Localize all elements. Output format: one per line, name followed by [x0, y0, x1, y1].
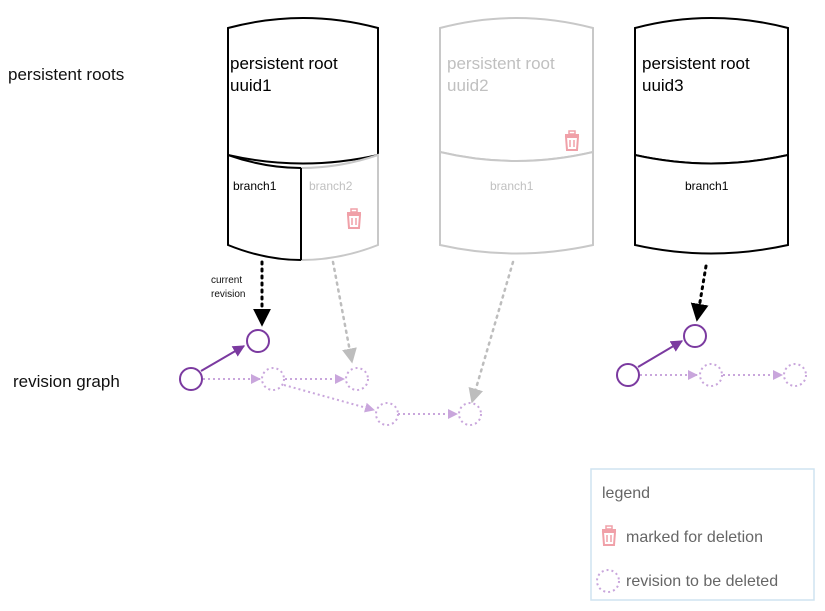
root-uuid: uuid3: [642, 76, 684, 95]
branch-label: branch1: [233, 179, 277, 193]
revision-edge: [637, 340, 684, 368]
revision-graph-label: revision graph: [13, 372, 120, 391]
trash-icon: [601, 525, 617, 546]
root-title: persistent root: [447, 54, 555, 73]
legend-title: legend: [602, 485, 650, 502]
revision-node: [616, 363, 640, 387]
persistent-root-uuid3: persistent root uuid3 branch1: [634, 17, 789, 255]
root-uuid: uuid1: [230, 76, 272, 95]
current-revision-label: revision: [211, 289, 245, 300]
trash-icon: [564, 130, 580, 151]
revision-edge: [200, 345, 246, 372]
branch-label-deleted: branch2: [309, 179, 353, 193]
root-title: persistent root: [230, 54, 338, 73]
persistent-root-uuid1: persistent root uuid1 branch1 branch2: [227, 17, 379, 262]
revision-node-deleted: [261, 367, 285, 391]
revision-node-current: [683, 324, 707, 348]
trash-icon: [346, 208, 362, 229]
branch2-pointer: [331, 260, 357, 364]
legend-item-label: marked for deletion: [626, 529, 763, 546]
revision-graph-1: [179, 329, 482, 426]
revision-node: [179, 367, 203, 391]
revision-node-deleted: [345, 367, 369, 391]
revision-node-deleted: [375, 402, 399, 426]
revision-graph-2: [616, 324, 807, 387]
legend-item-label: revision to be deleted: [626, 573, 778, 590]
current-revision-label: current: [211, 275, 242, 286]
root-uuid: uuid2: [447, 76, 489, 95]
branch-label: branch1: [685, 179, 729, 193]
revision-node-current: [246, 329, 270, 353]
revision-edge-deleted: [283, 384, 375, 413]
revision-node-deleted: [783, 363, 807, 387]
revision-node-deleted: [458, 402, 482, 426]
dotted-circle-icon: [596, 569, 620, 593]
uuid3-branch1-pointer: [690, 264, 709, 322]
legend: legend marked for deletion revision to b…: [590, 468, 815, 601]
root-title: persistent root: [642, 54, 750, 73]
persistent-roots-label: persistent roots: [8, 65, 124, 84]
uuid2-branch1-pointer: [468, 260, 515, 404]
branch-label-deleted: branch1: [490, 179, 534, 193]
persistent-root-uuid2: persistent root uuid2 branch1: [439, 17, 594, 255]
revision-node-deleted: [699, 363, 723, 387]
